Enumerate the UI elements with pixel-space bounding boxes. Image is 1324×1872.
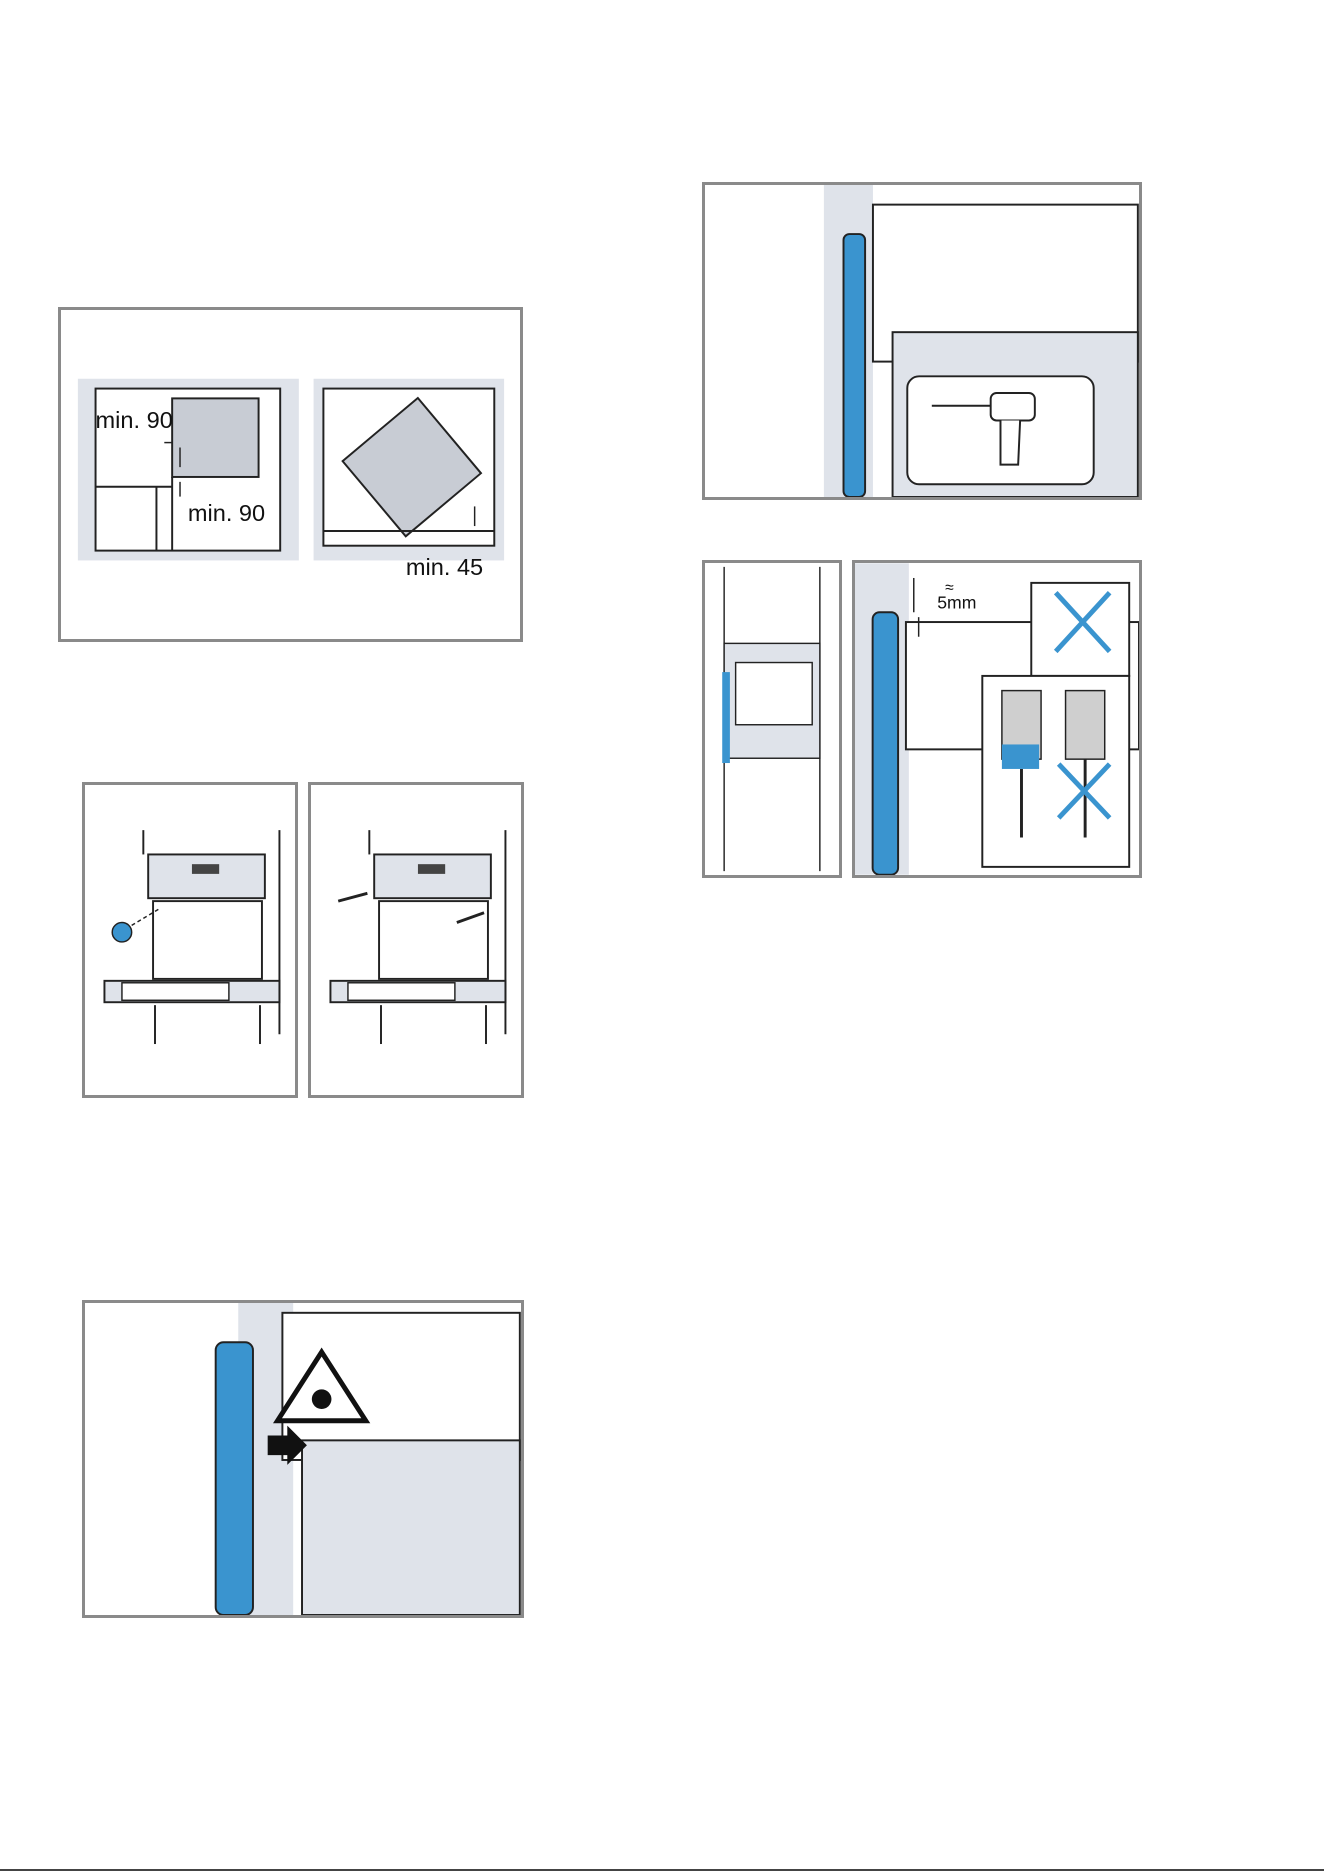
- clearance-diagram: min. 90 min. 90 min. 45: [61, 310, 520, 639]
- figure-drill-holes: [82, 782, 298, 1098]
- screw-icon: [338, 893, 367, 901]
- label-min90-bottom: min. 90: [188, 500, 265, 526]
- blue-strip: [216, 1342, 253, 1615]
- drill-holes-diagram: [85, 785, 295, 1095]
- blue-strip: [844, 234, 866, 497]
- oven-overview-diagram: [705, 563, 839, 875]
- figure-oven-overview: [702, 560, 842, 878]
- drilling-diagram: [705, 185, 1139, 497]
- label-gap-5mm: 5mm: [937, 592, 976, 612]
- figure-clearance-corner: min. 90 min. 90 min. 45: [58, 307, 523, 642]
- label-min45: min. 45: [406, 554, 483, 580]
- drill-bit-icon: [112, 923, 131, 942]
- screws-diagram: [311, 785, 521, 1095]
- gap-screws-diagram: ≈ 5mm: [855, 563, 1139, 875]
- figure-screws-inserted: [308, 782, 524, 1098]
- wood-block: [1066, 691, 1105, 760]
- figure-drilling: [702, 182, 1142, 500]
- figure-gap-screws: ≈ 5mm: [852, 560, 1142, 878]
- blue-strip: [873, 612, 898, 874]
- blue-strip: [722, 672, 730, 763]
- attach-strip-diagram: [85, 1303, 521, 1615]
- figure-attach-strip: [82, 1300, 524, 1618]
- blue-spacer: [1002, 744, 1039, 768]
- footer-rule: [0, 1868, 1324, 1872]
- label-min90-side: min. 90: [96, 407, 173, 433]
